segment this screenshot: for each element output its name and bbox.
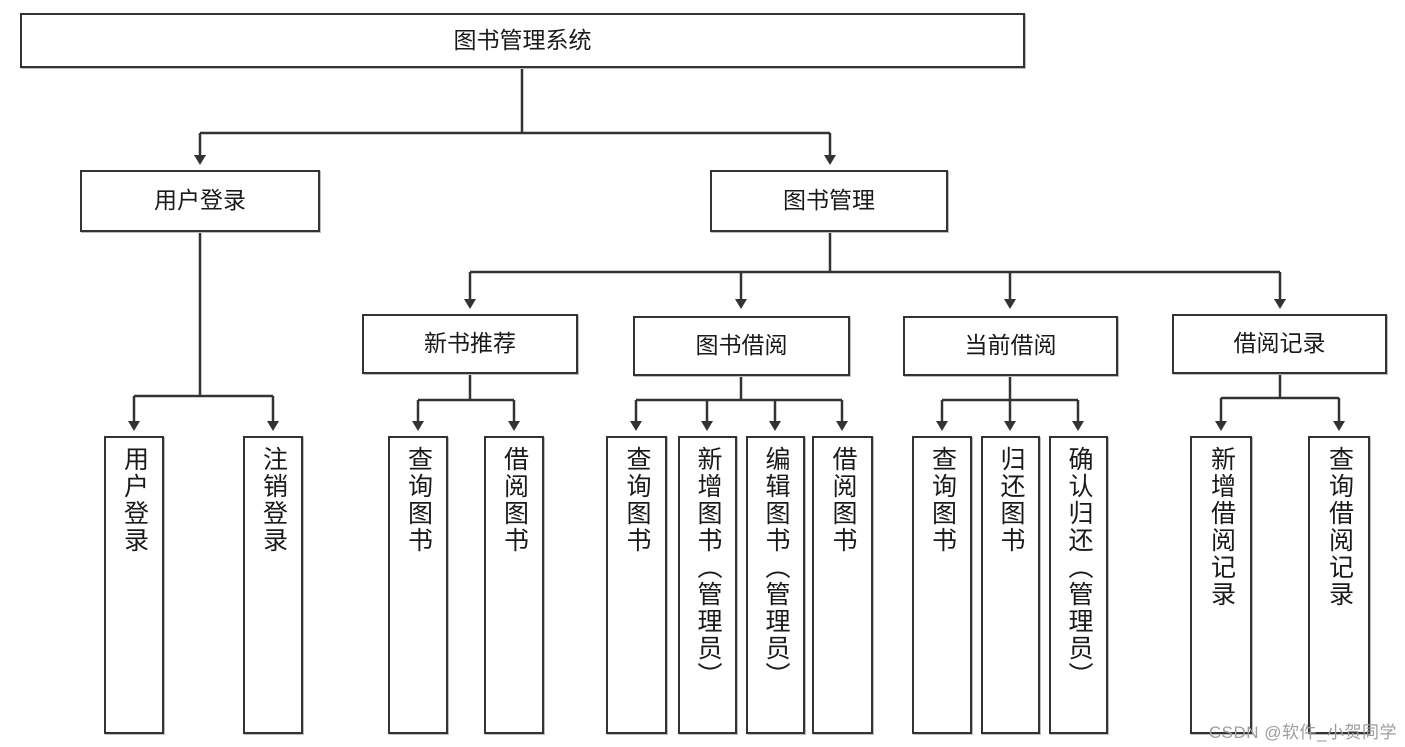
node-label: 查询图书 xyxy=(404,446,433,554)
leaf-current-return-book[interactable]: 归还图书 xyxy=(981,436,1040,734)
leaf-record-query-record[interactable]: 查询借阅记录 xyxy=(1308,436,1370,734)
node-label: 图书管理系统 xyxy=(453,26,592,53)
node-label: 编辑图书（管理员） xyxy=(762,446,790,689)
node-current-borrow[interactable]: 当前借阅 xyxy=(903,316,1118,376)
node-label: 用户登录 xyxy=(120,446,149,554)
node-user-login[interactable]: 用户登录 xyxy=(80,170,320,232)
leaf-borrow-edit-book-admin[interactable]: 编辑图书（管理员） xyxy=(746,436,805,734)
node-label: 当前借阅 xyxy=(964,332,1057,359)
leaf-current-query-book[interactable]: 查询图书 xyxy=(912,436,972,734)
leaf-borrow-query-book[interactable]: 查询图书 xyxy=(606,436,667,734)
node-label: 注销登录 xyxy=(259,446,288,554)
leaf-user-login-login[interactable]: 用户登录 xyxy=(104,436,164,734)
node-label: 借阅图书 xyxy=(500,446,529,554)
leaf-record-add-record[interactable]: 新增借阅记录 xyxy=(1190,436,1252,734)
node-label: 新增图书（管理员） xyxy=(694,446,722,689)
leaf-borrow-add-book-admin[interactable]: 新增图书（管理员） xyxy=(678,436,737,734)
node-label: 借阅图书 xyxy=(829,446,857,554)
node-label: 查询图书 xyxy=(928,446,957,554)
leaf-recommend-borrow-book[interactable]: 借阅图书 xyxy=(484,436,544,734)
node-borrow-record[interactable]: 借阅记录 xyxy=(1172,314,1387,374)
node-label: 确认归还（管理员） xyxy=(1065,446,1093,689)
node-label: 借阅记录 xyxy=(1233,330,1326,357)
leaf-user-login-logout[interactable]: 注销登录 xyxy=(243,436,303,734)
node-label: 归还图书 xyxy=(997,446,1025,554)
node-label: 查询借阅记录 xyxy=(1325,446,1354,608)
node-new-book-recommend[interactable]: 新书推荐 xyxy=(362,314,578,374)
node-book-management[interactable]: 图书管理 xyxy=(710,170,948,232)
watermark: CSDN @软件_小贺同学 xyxy=(1208,723,1397,742)
leaf-recommend-query-book[interactable]: 查询图书 xyxy=(388,436,448,734)
node-label: 查询图书 xyxy=(623,446,651,554)
node-label: 图书管理 xyxy=(783,187,875,214)
node-book-borrow[interactable]: 图书借阅 xyxy=(633,316,850,376)
node-label: 图书借阅 xyxy=(695,332,788,359)
leaf-borrow-borrow-book[interactable]: 借阅图书 xyxy=(812,436,873,734)
node-label: 用户登录 xyxy=(154,187,246,214)
node-label: 新书推荐 xyxy=(424,330,516,357)
node-label: 新增借阅记录 xyxy=(1207,446,1236,608)
leaf-current-confirm-return-admin[interactable]: 确认归还（管理员） xyxy=(1049,436,1108,734)
node-root-system[interactable]: 图书管理系统 xyxy=(20,13,1025,68)
